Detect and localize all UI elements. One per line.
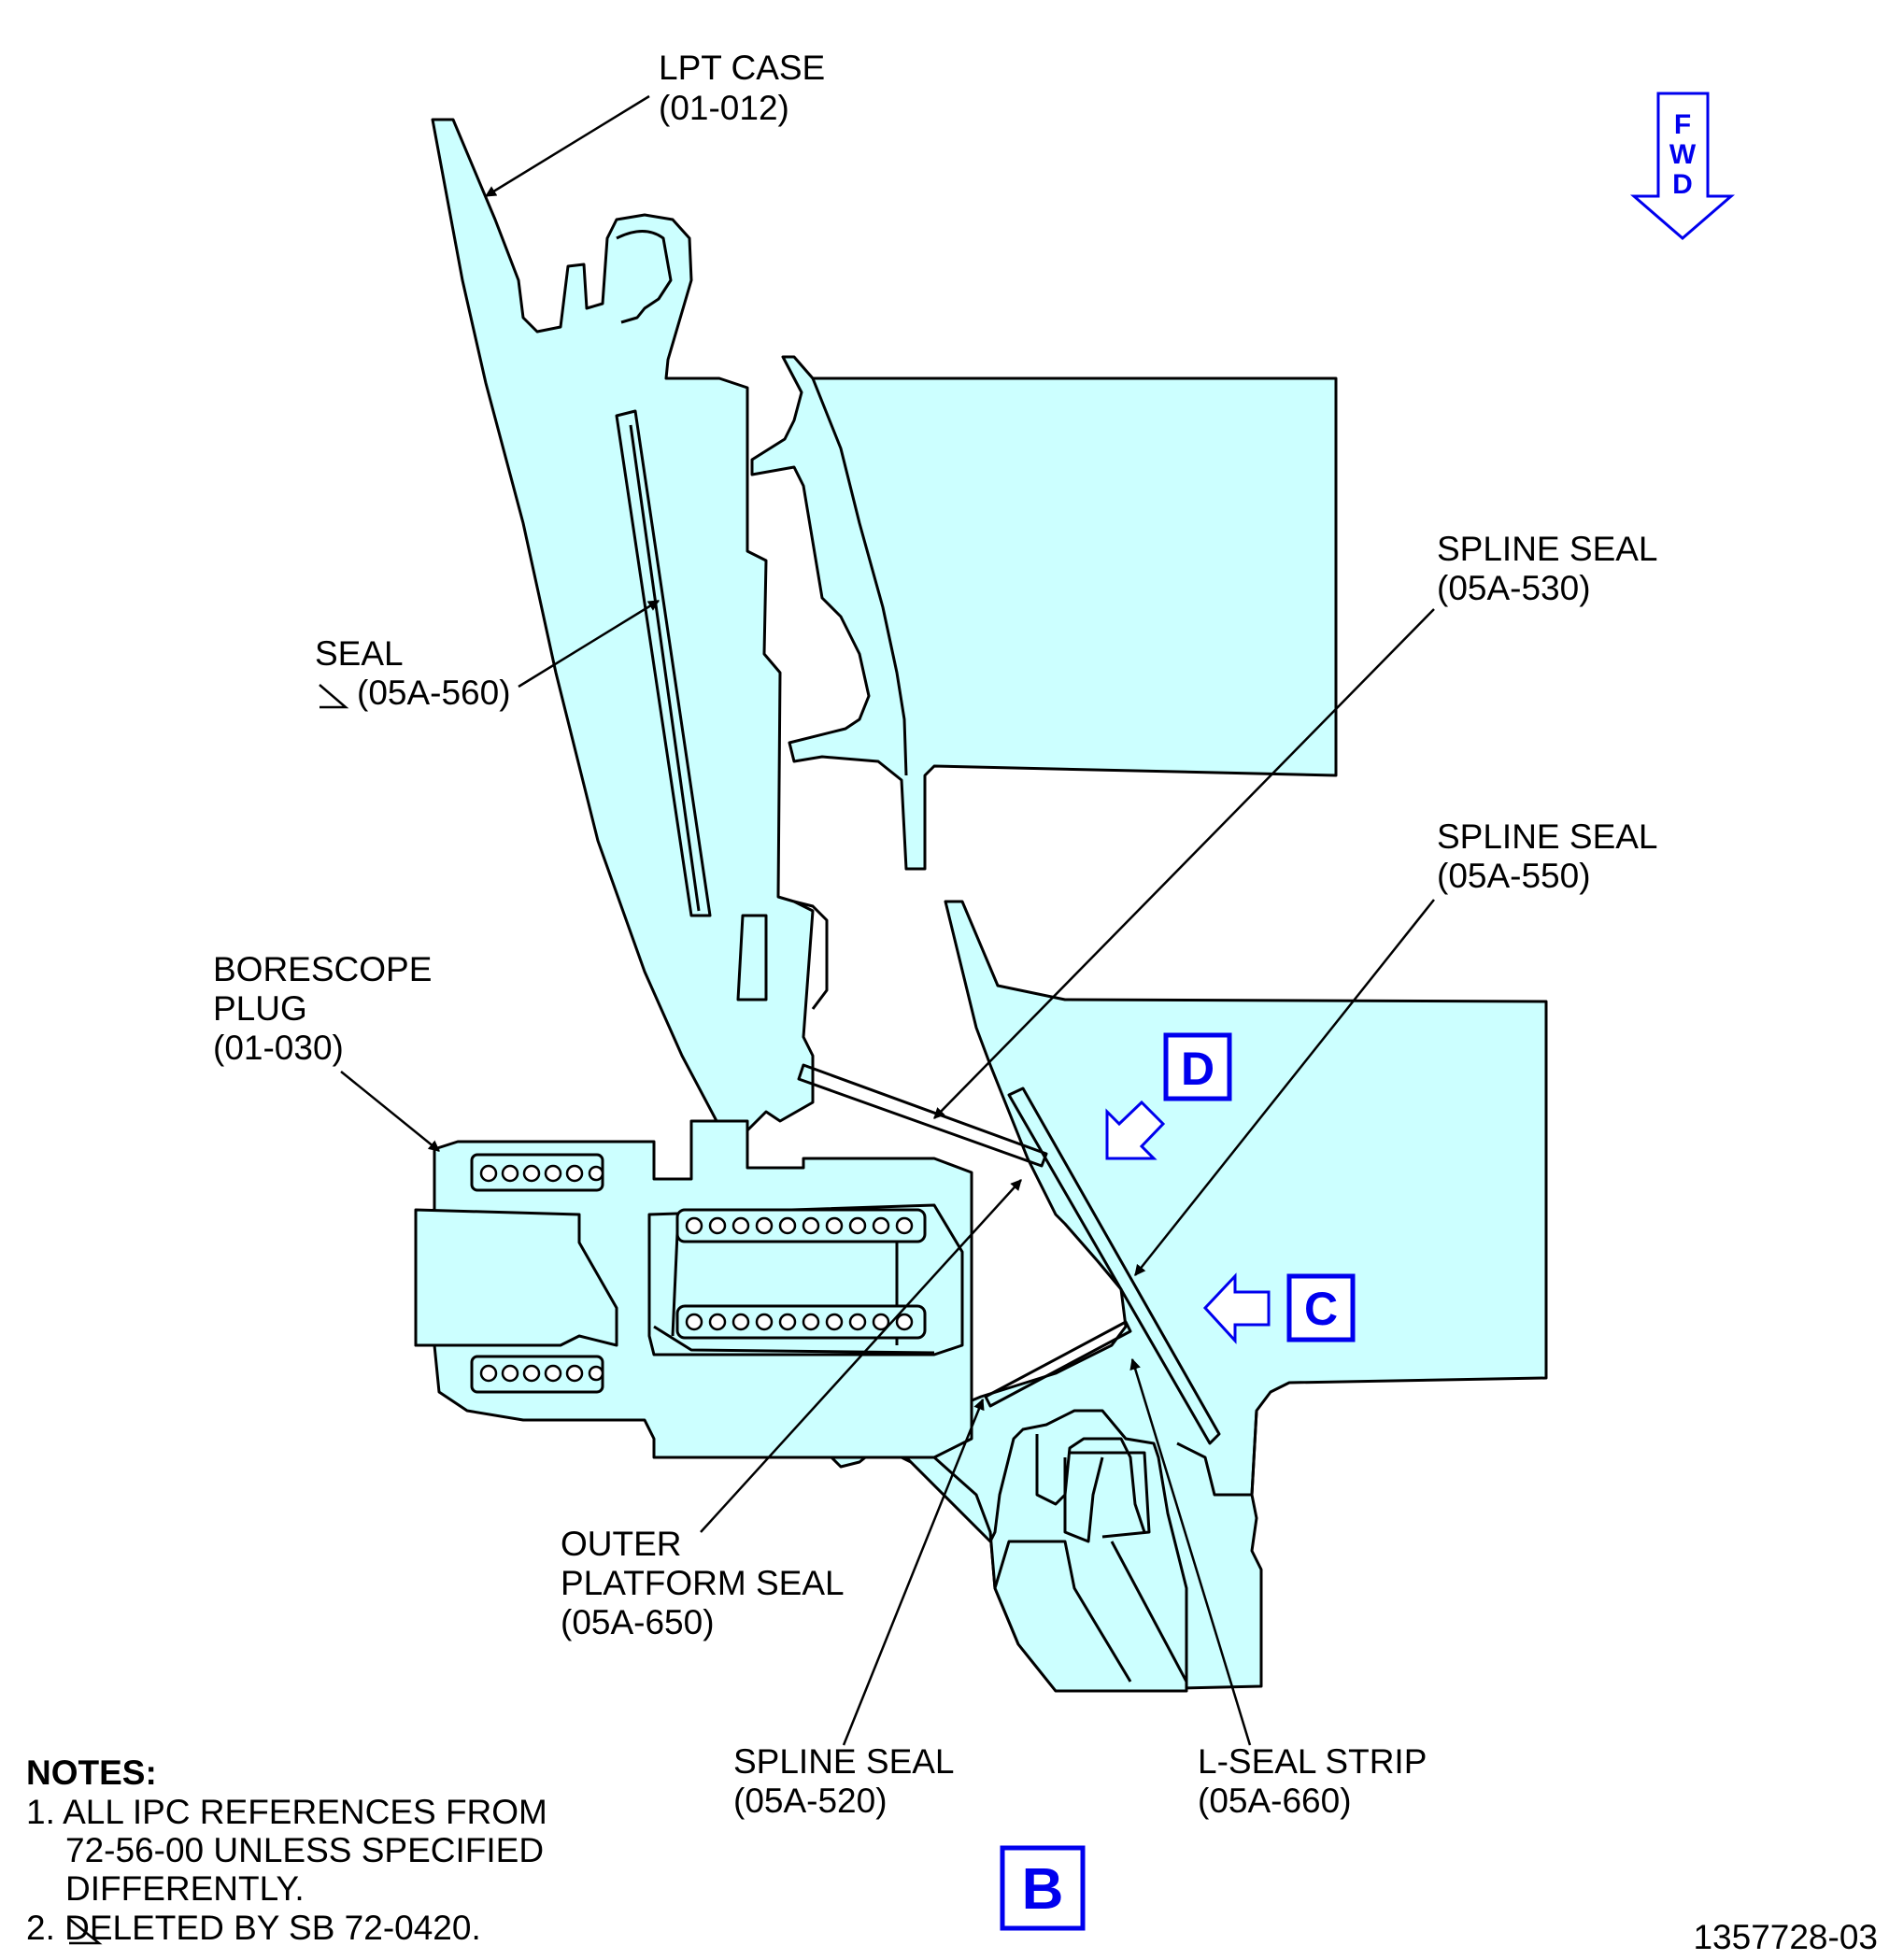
callout-outer-platform-ref: (05A-650): [561, 1603, 715, 1641]
callout-borescope-line1: BORESCOPE: [213, 950, 432, 988]
callout-outer-platform-line2: PLATFORM SEAL: [561, 1564, 845, 1602]
callout-lpt-case-ref: (01-012): [659, 89, 789, 127]
leader-seal-560: [518, 599, 660, 689]
fwd-arrow-icon: [1629, 92, 1736, 240]
callout-spline-seal-550: SPLINE SEAL (05A-550): [1437, 817, 1658, 895]
callout-lpt-case-name: LPT CASE: [659, 49, 825, 87]
callout-outer-platform-seal: OUTER PLATFORM SEAL (05A-650): [561, 1525, 845, 1641]
deleted-flag-icon: [68, 1918, 103, 1945]
borescope-plug: [414, 1119, 973, 1459]
lower-hanger: [886, 1409, 1188, 1693]
callout-spline-seal-520: SPLINE SEAL (05A-520): [733, 1742, 955, 1820]
callout-borescope-plug: BORESCOPE PLUG (01-030): [213, 950, 432, 1067]
leader-spline-seal-550: [1134, 899, 1435, 1276]
leader-lines: [340, 94, 1435, 1746]
fwd-arrow: F W D: [1629, 92, 1736, 240]
callout-seal-ref: (05A-560): [357, 674, 511, 712]
callout-outer-platform-line1: OUTER: [561, 1525, 682, 1563]
callout-borescope-ref: (01-030): [213, 1029, 344, 1067]
figure-number: 1357728-03: [1693, 1918, 1878, 1956]
callout-spline-seal-520-ref: (05A-520): [733, 1782, 888, 1820]
leader-outer-platform-seal: [700, 1179, 1022, 1533]
note-1-line-1: 1. ALL IPC REFERENCES FROM: [26, 1793, 547, 1831]
leader-spline-seal-520: [842, 1398, 985, 1746]
note-1-line-3: DIFFERENTLY.: [65, 1869, 305, 1908]
note-1-line-2: 72-56-00 UNLESS SPECIFIED: [65, 1831, 544, 1869]
callout-spline-seal-550-ref: (05A-550): [1437, 857, 1591, 895]
fwd-letter-w: W: [1669, 139, 1697, 170]
callout-l-seal-strip-name: L-SEAL STRIP: [1198, 1742, 1427, 1781]
view-d-marker: D: [1105, 1032, 1232, 1160]
view-b-marker: B: [1000, 1845, 1086, 1931]
lpt-case: [431, 118, 829, 1142]
note-2: 2. DELETED BY SB 72-0420.: [26, 1909, 481, 1947]
callout-l-seal-strip-ref: (05A-660): [1198, 1782, 1352, 1820]
view-c-arrow-icon: [1202, 1272, 1271, 1344]
fwd-letter-f: F: [1674, 109, 1691, 140]
callout-spline-seal-530: SPLINE SEAL (05A-530): [1437, 530, 1658, 607]
callout-spline-seal-530-name: SPLINE SEAL: [1437, 530, 1658, 568]
callout-lpt-case: LPT CASE (01-012): [659, 49, 825, 127]
view-b-label: B: [1022, 1857, 1064, 1922]
leader-spline-seal-530: [933, 608, 1435, 1119]
callout-seal-name: SEAL: [315, 634, 404, 673]
callout-seal-560: SEAL (05A-560): [315, 634, 511, 712]
callout-borescope-line2: PLUG: [213, 989, 307, 1028]
deleted-flag-icon: [319, 684, 349, 709]
callout-spline-seal-520-name: SPLINE SEAL: [733, 1742, 955, 1781]
upper-vane-shroud: [750, 355, 1338, 871]
view-c-marker: C: [1202, 1272, 1356, 1344]
view-c-label: C: [1304, 1283, 1338, 1335]
callout-spline-seal-550-name: SPLINE SEAL: [1437, 817, 1658, 856]
notes-title: NOTES:: [26, 1754, 157, 1792]
view-d-label: D: [1181, 1043, 1214, 1095]
coil-springs: [479, 1164, 914, 1383]
callout-l-seal-strip: L-SEAL STRIP (05A-660): [1198, 1742, 1427, 1820]
leader-l-seal-strip: [1129, 1357, 1252, 1746]
callout-spline-seal-530-ref: (05A-530): [1437, 569, 1591, 607]
notes: NOTES: 1. ALL IPC REFERENCES FROM 72-56-…: [26, 1754, 547, 1947]
fwd-letter-d: D: [1672, 169, 1693, 200]
view-d-arrow-icon: [1105, 1100, 1166, 1160]
leader-borescope-plug: [340, 1071, 440, 1152]
leader-lpt-case: [484, 94, 650, 198]
